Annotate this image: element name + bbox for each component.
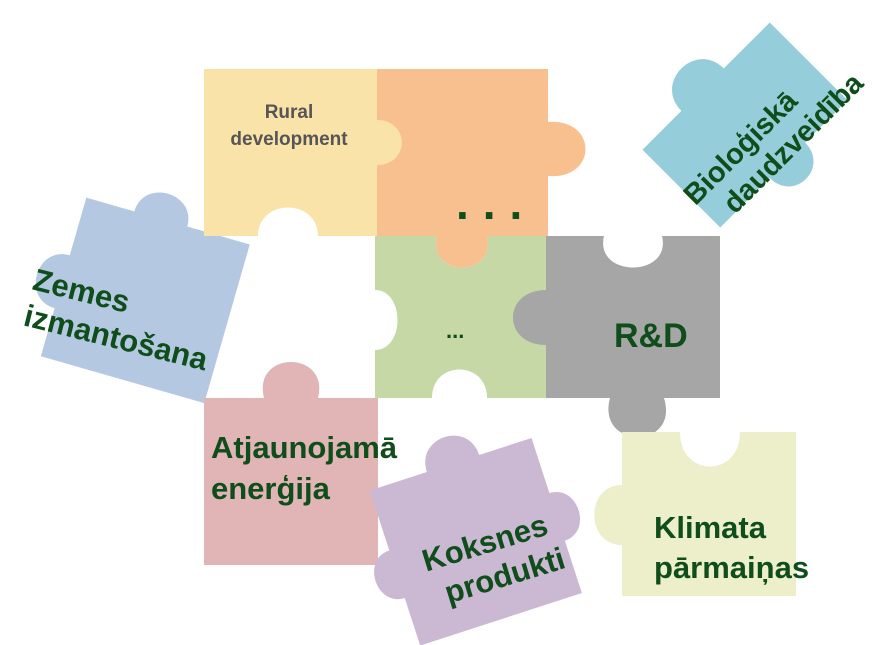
- rural-line1: Rural: [264, 102, 314, 123]
- rd-label: R&D: [614, 317, 688, 355]
- puzzle-piece-rural: [204, 69, 403, 236]
- puzzle-piece-klimata: [594, 432, 796, 596]
- puzzle-piece-green: [375, 236, 548, 398]
- puzzle-piece-atjauno: [204, 362, 378, 565]
- atjauno-label: Atjaunojamā enerģija: [211, 428, 397, 510]
- puzzle-piece-bio: [642, 22, 848, 228]
- puzzle-piece-koksnes: [369, 435, 582, 645]
- piece-shape-zemes: [35, 192, 250, 404]
- puzzle-piece-rd: [513, 236, 720, 437]
- green-piece-dots: ...: [446, 318, 465, 343]
- piece-shape-bio: [642, 22, 848, 228]
- atjauno-line1: Atjaunojamā: [211, 430, 398, 465]
- klimata-label: Klimata pārmaiņas: [654, 508, 809, 589]
- atjauno-line2: enerģija: [211, 470, 330, 506]
- klimata-line2: pārmaiņas: [654, 550, 810, 586]
- puzzle-piece-orange: [377, 69, 586, 268]
- rural-development-label: Rural development: [214, 100, 364, 153]
- klimata-line1: Klimata: [654, 510, 766, 545]
- rural-line2: development: [230, 128, 348, 150]
- puzzle-piece-zemes: [35, 192, 250, 404]
- separator-dots: ...: [456, 177, 537, 229]
- piece-shape-koksnes: [369, 435, 582, 645]
